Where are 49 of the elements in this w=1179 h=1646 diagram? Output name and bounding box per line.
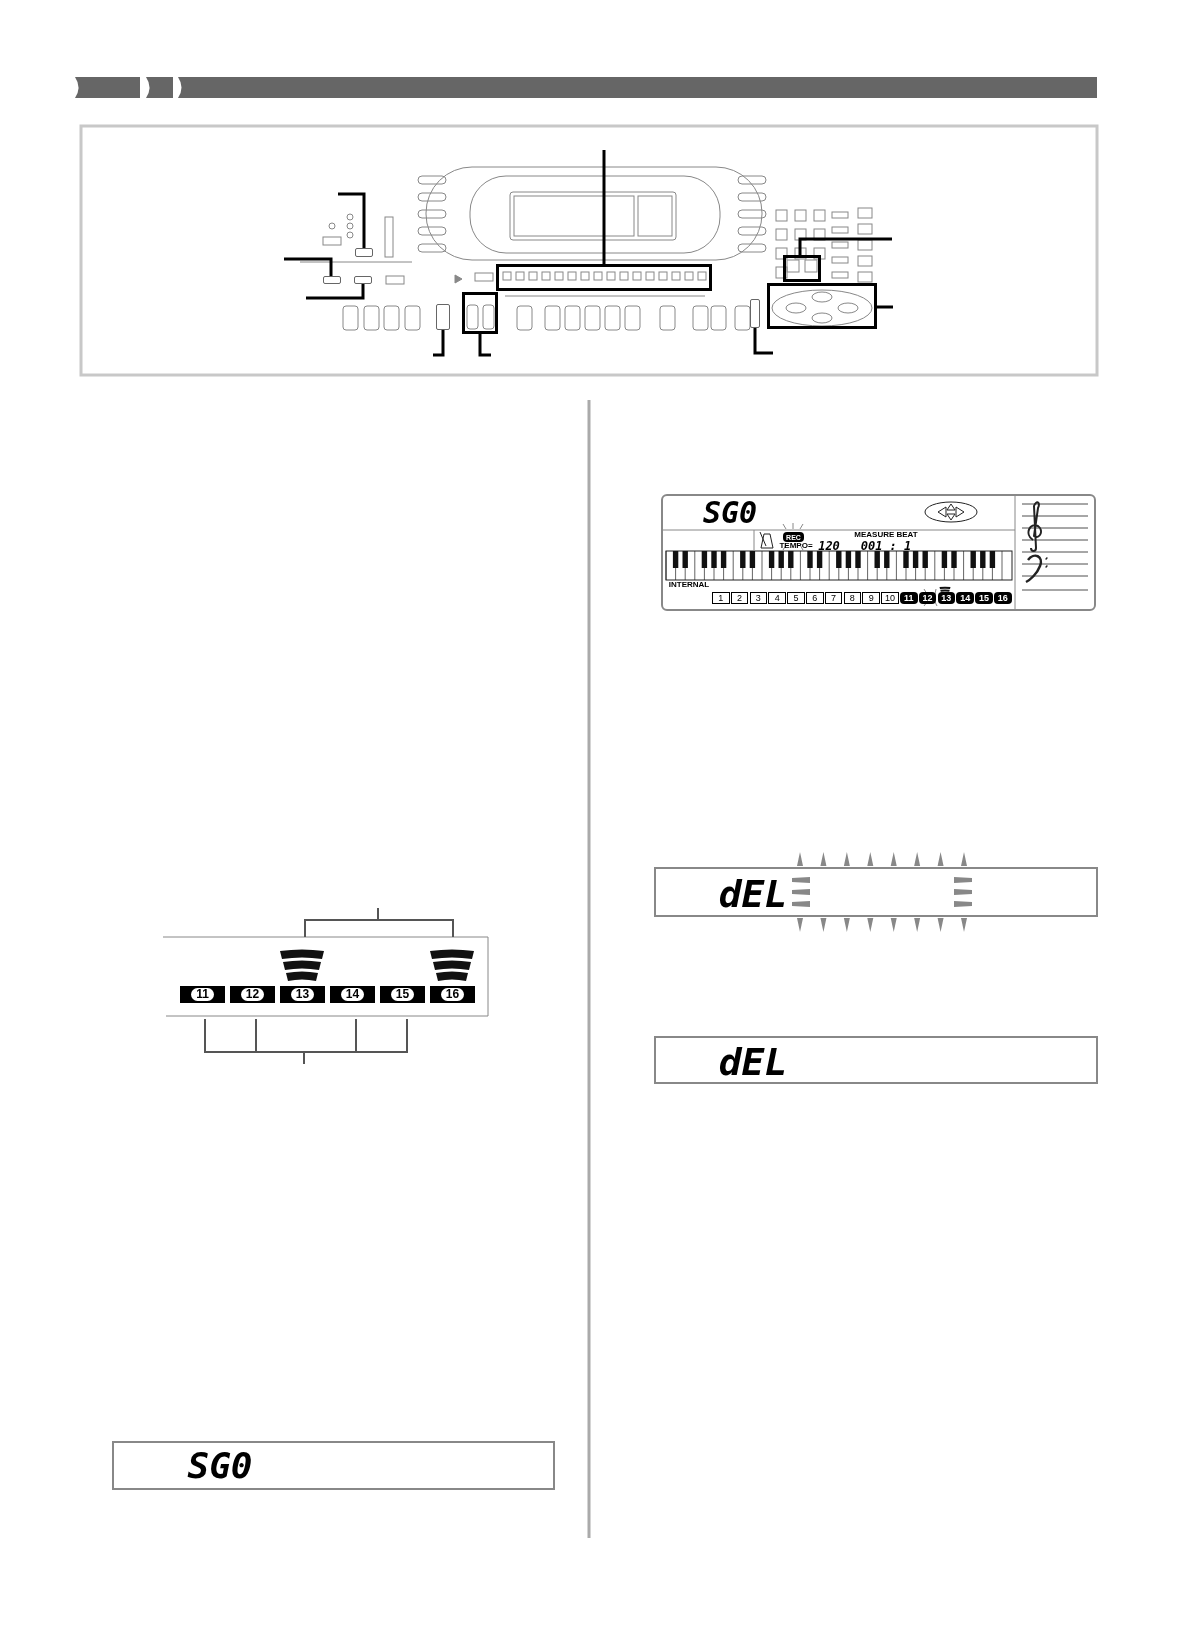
- leader-line: [338, 192, 366, 248]
- lcd-label: MEASURE BEAT: [853, 530, 919, 540]
- leader-line: [433, 330, 445, 357]
- tempo-buttons-frame: [462, 292, 498, 334]
- cursor-keys-frame: [767, 283, 877, 329]
- track-indicator: 3: [749, 592, 768, 604]
- track-indicator: 16: [994, 592, 1012, 604]
- track-indicator: 7: [824, 592, 843, 604]
- sequencer-button: [354, 276, 372, 284]
- mode-button: [355, 248, 373, 257]
- side-button: [750, 299, 760, 328]
- lcd-label: INTERNAL: [667, 580, 711, 589]
- leader-line: [284, 257, 333, 276]
- track-indicator: 8: [843, 592, 862, 604]
- track-indicator: 5: [787, 592, 805, 604]
- measure-readout: 001 : 1: [859, 539, 913, 553]
- lcd-readout: SG0: [186, 1446, 254, 1486]
- track-indicator: 14: [956, 592, 974, 604]
- track-indicator: 2: [730, 592, 749, 604]
- lcd-readout: dEL: [717, 1041, 789, 1083]
- lcd-readout: SG0: [701, 497, 759, 529]
- track-indicator: 13: [280, 986, 325, 1003]
- track-indicator: 14: [330, 986, 375, 1003]
- leader-line: [306, 284, 365, 300]
- record-button: [323, 276, 341, 284]
- track-indicator: 13: [937, 592, 956, 604]
- tempo-readout: 120: [817, 539, 841, 553]
- track-indicator: 16: [430, 986, 475, 1003]
- leader-line: [877, 305, 893, 309]
- track-indicator: 6: [806, 592, 824, 604]
- track-indicator: 12: [230, 986, 275, 1003]
- leader-line: [798, 237, 892, 255]
- track-indicator: 11: [180, 986, 225, 1003]
- track-indicator: 15: [380, 986, 425, 1003]
- leader-line: [753, 328, 773, 355]
- track-indicator: 15: [975, 592, 993, 604]
- track-indicator: 11: [900, 592, 918, 604]
- track-indicator: 9: [862, 592, 880, 604]
- number-buttons-frame: [783, 255, 821, 282]
- track-buttons-frame: [496, 264, 712, 291]
- track-indicator: 10: [881, 592, 899, 604]
- start-stop-button: [436, 304, 450, 330]
- lcd-readout: dEL: [717, 873, 789, 915]
- lcd-label: TEMPO=: [778, 541, 814, 551]
- track-indicator: 4: [768, 592, 786, 604]
- leader-line: [602, 150, 606, 264]
- leader-line: [478, 334, 491, 357]
- track-indicator: 12: [918, 592, 937, 604]
- track-indicator: 1: [712, 592, 730, 604]
